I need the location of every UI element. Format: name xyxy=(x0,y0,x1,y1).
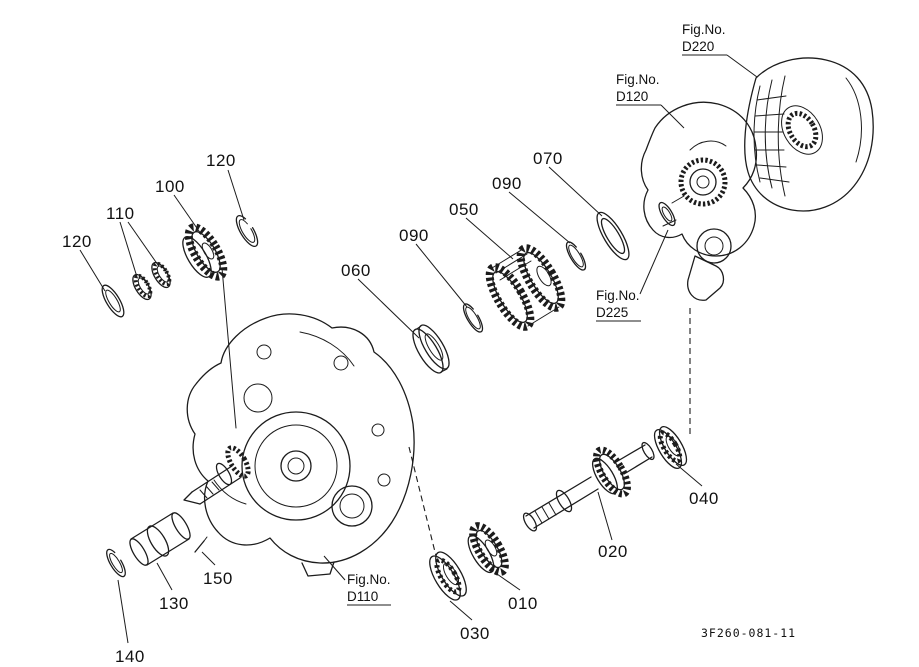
leader-040 xyxy=(675,463,703,487)
leader-130 xyxy=(156,562,173,591)
snap-ring-120-top xyxy=(235,214,259,248)
callout-110: 110 xyxy=(106,204,135,223)
fig-ref-d120: Fig.No. D120 xyxy=(616,72,685,129)
leader-150 xyxy=(201,551,216,566)
leader-120-left xyxy=(79,249,106,292)
leader-120-top xyxy=(227,169,245,221)
leader-140 xyxy=(117,579,129,644)
callout-120-left: 120 xyxy=(62,232,92,251)
leader-090-lower xyxy=(415,243,468,308)
ring-120-left xyxy=(101,284,125,318)
fig-leader-d220 xyxy=(726,54,758,78)
callout-090-lower: 090 xyxy=(399,226,429,245)
snap-ring-090-upper xyxy=(565,241,587,271)
fig-leader-d120 xyxy=(660,104,685,129)
clutch-drum-d220 xyxy=(744,57,874,212)
fig-prefix-d120: Fig.No. xyxy=(616,72,660,87)
clutch-housing-d120 xyxy=(640,101,758,301)
leader-010 xyxy=(496,573,521,591)
bearing-030 xyxy=(429,551,467,601)
fig-leader-d225 xyxy=(639,229,669,295)
spacer-060 xyxy=(412,324,450,374)
bearing-040 xyxy=(653,425,688,470)
leader-110-a xyxy=(119,221,138,278)
drawing-number: 3F260-081-11 xyxy=(701,626,796,640)
callout-140: 140 xyxy=(115,647,145,666)
part-callouts: 120 100 110 120 070 090 050 090 060 040 … xyxy=(62,149,719,666)
fig-leader-d110 xyxy=(323,555,346,581)
fig-ref-d220: Fig.No. D220 xyxy=(682,22,758,78)
callout-050: 050 xyxy=(449,200,479,219)
fig-code-d120: D120 xyxy=(616,89,648,104)
gear-100 xyxy=(182,223,228,281)
leader-lines xyxy=(79,166,703,644)
pin-150 xyxy=(194,536,208,553)
fig-prefix-d225: Fig.No. xyxy=(596,288,640,303)
clutch-shaft-stub-d225 xyxy=(658,195,685,227)
leader-070 xyxy=(548,166,603,217)
leader-100 xyxy=(173,194,202,235)
transmission-housing-d110 xyxy=(183,313,415,577)
housing-input-shaft xyxy=(183,445,251,505)
leader-090-upper xyxy=(508,191,571,244)
assembly-axis-line xyxy=(221,267,237,429)
callout-010: 010 xyxy=(508,594,538,613)
snap-ring-140 xyxy=(106,548,126,578)
shaft-130 xyxy=(129,512,191,566)
fig-ref-d110: Fig.No. D110 xyxy=(323,555,391,606)
leader-020 xyxy=(597,491,613,541)
callout-100: 100 xyxy=(155,177,185,196)
housing-shaft-dashed-line xyxy=(408,446,437,557)
callout-020: 020 xyxy=(598,542,628,561)
callout-150: 150 xyxy=(203,569,233,588)
callout-030: 030 xyxy=(460,624,490,643)
fig-prefix-d220: Fig.No. xyxy=(682,22,726,37)
callout-130: 130 xyxy=(159,594,189,613)
leader-060 xyxy=(357,278,420,339)
fig-code-d110: D110 xyxy=(347,589,378,604)
callout-070: 070 xyxy=(533,149,563,168)
callout-090-upper: 090 xyxy=(492,174,522,193)
callout-120-top: 120 xyxy=(206,151,236,170)
gear-010 xyxy=(467,522,509,576)
leader-050 xyxy=(465,217,514,260)
leader-110-b xyxy=(127,221,159,266)
leader-030 xyxy=(449,600,473,621)
gear-050 xyxy=(485,244,566,331)
fig-code-d220: D220 xyxy=(682,39,714,54)
fig-ref-d225: Fig.No. D225 xyxy=(596,229,669,322)
fig-code-d225: D225 xyxy=(596,305,628,320)
bearing-110-pair xyxy=(132,261,172,301)
callout-040: 040 xyxy=(689,489,719,508)
callout-060: 060 xyxy=(341,261,371,280)
fig-prefix-d110: Fig.No. xyxy=(347,572,391,587)
